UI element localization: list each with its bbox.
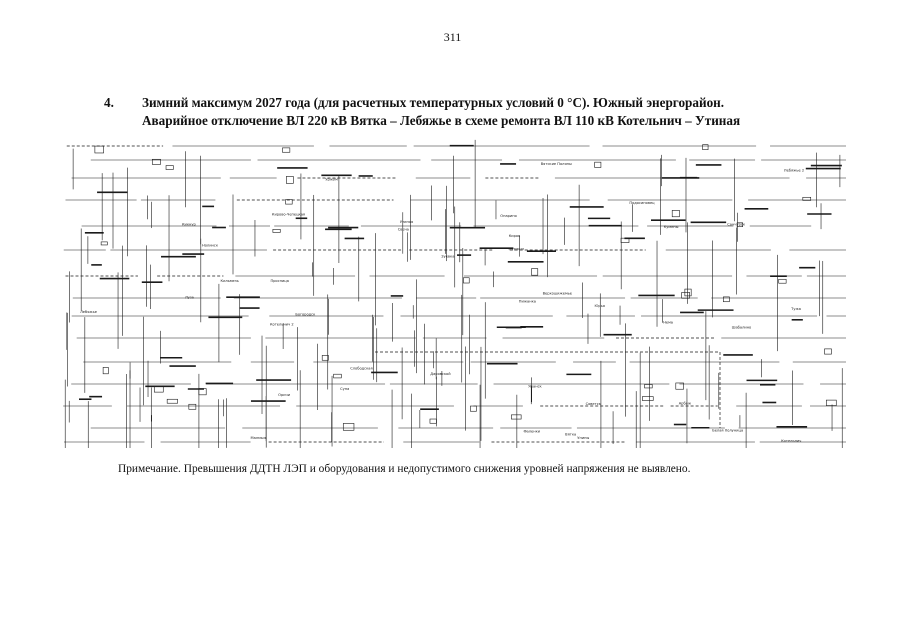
scheme-node-label: Утиная (400, 220, 413, 224)
heading-item-number: 4. (104, 95, 114, 110)
scheme-node (644, 384, 653, 389)
scheme-node-label: Просница (270, 279, 289, 283)
scheme-node-label: Унины (577, 436, 589, 440)
scheme-node-label: Опарино (500, 214, 517, 218)
scheme-node-label: Юрья (595, 304, 605, 308)
scheme-node-label: Мураши (509, 247, 525, 251)
scheme-node-label: Свеча (398, 227, 409, 231)
scheme-node (188, 403, 197, 410)
scheme-node-label: Фаленки (523, 430, 540, 434)
scheme-node (153, 385, 164, 393)
scheme-node (429, 418, 437, 424)
scheme-node-label: Киров (509, 234, 520, 238)
heading-line-2: Аварийное отключение ВЛ 220 кВ Вятка – Л… (142, 113, 741, 128)
scheme-node (333, 373, 342, 379)
scheme-node-label: Вятка (565, 433, 576, 437)
scheme-node-label: Даровской (430, 372, 451, 376)
scheme-node (282, 147, 291, 153)
scheme-node-label: Арбаж (679, 402, 692, 406)
heading-line-1: Зимний максимум 2027 года (для расчетных… (142, 95, 725, 110)
scheme-node (511, 414, 522, 420)
scheme-node (285, 199, 293, 205)
scheme-node (671, 210, 680, 218)
scheme-node (100, 241, 108, 246)
scheme-node (166, 398, 178, 404)
scheme-node-label: Слободская (350, 366, 372, 370)
scheme-node-label: Тужа (790, 307, 801, 311)
scheme-node (165, 165, 174, 170)
scheme-node-label: Оричи (278, 393, 291, 397)
scheme-node-label: Малмыж (250, 436, 267, 440)
scheme-node-label: Котельнич (781, 439, 801, 443)
scheme-node (824, 348, 832, 355)
scheme-node (198, 388, 207, 396)
scheme-node-label: Пижанка (519, 300, 536, 304)
scheme-node (736, 222, 743, 227)
scheme-boundary (375, 351, 721, 428)
scheme-node (802, 196, 812, 201)
scheme-node (102, 367, 109, 375)
scheme-node (594, 161, 602, 168)
scheme-node (825, 399, 837, 406)
scheme-node-label: Нолинск (202, 244, 219, 248)
scheme-node-label: Богородск (295, 312, 316, 316)
scheme-node-label: Котельнич 2 (270, 322, 294, 326)
scheme-node-label: Луза (185, 296, 194, 300)
scheme-node-label: Верхошижемье (543, 291, 573, 295)
scheme-node-label: Лебяжье 2 (784, 168, 804, 172)
scheme-node (531, 268, 539, 276)
section-heading: 4. Зимний максимум 2027 года (для расчетн… (104, 94, 824, 130)
scheme-node-label: Суна (340, 387, 349, 391)
scheme-node-label: Подосиновец (629, 201, 655, 205)
scheme-node-label: Кикнур (182, 222, 197, 226)
scheme-node (286, 176, 294, 184)
scheme-node-label: Уржум (325, 178, 338, 182)
scheme-node-label: Нема (663, 320, 673, 324)
scheme-node (321, 355, 329, 361)
scheme-wires (63, 139, 846, 448)
scheme-node-label: Зуевка (441, 255, 454, 259)
scheme-node (723, 296, 730, 303)
scheme-node (470, 405, 477, 412)
scheme-node (94, 145, 104, 154)
scheme-node (675, 382, 684, 390)
scheme-node-label: Кирово-Чепецкая (272, 213, 305, 217)
scheme-node (342, 423, 355, 431)
scheme-node (151, 158, 161, 165)
scheme-node (620, 237, 630, 243)
scheme-node (272, 229, 281, 233)
scheme-node-label: Санчурск (727, 222, 746, 226)
scheme-node (642, 396, 654, 401)
scheme-node (681, 292, 690, 299)
scheme-node-label: Яранск (528, 384, 542, 388)
scheme-node (702, 144, 709, 150)
footnote: Примечание. Превышения ДДТН ЛЭП и оборуд… (118, 463, 691, 475)
scheme-node-label: Белая Холуница (712, 429, 743, 433)
scheme-node (684, 288, 692, 297)
scheme-node-label: Шабалино (732, 325, 752, 329)
scheme-node (778, 278, 787, 284)
scheme-node-label: Кильмезь (221, 279, 239, 283)
scheme-node (463, 277, 470, 284)
scheme-node-label: Вятские Поляны (541, 162, 572, 166)
scheme-node-label: Лебяжье (80, 310, 98, 314)
page-number: 311 (443, 30, 462, 44)
scheme-node-label: Кумены (664, 225, 679, 229)
scheme-node-label: Советск (586, 402, 602, 406)
